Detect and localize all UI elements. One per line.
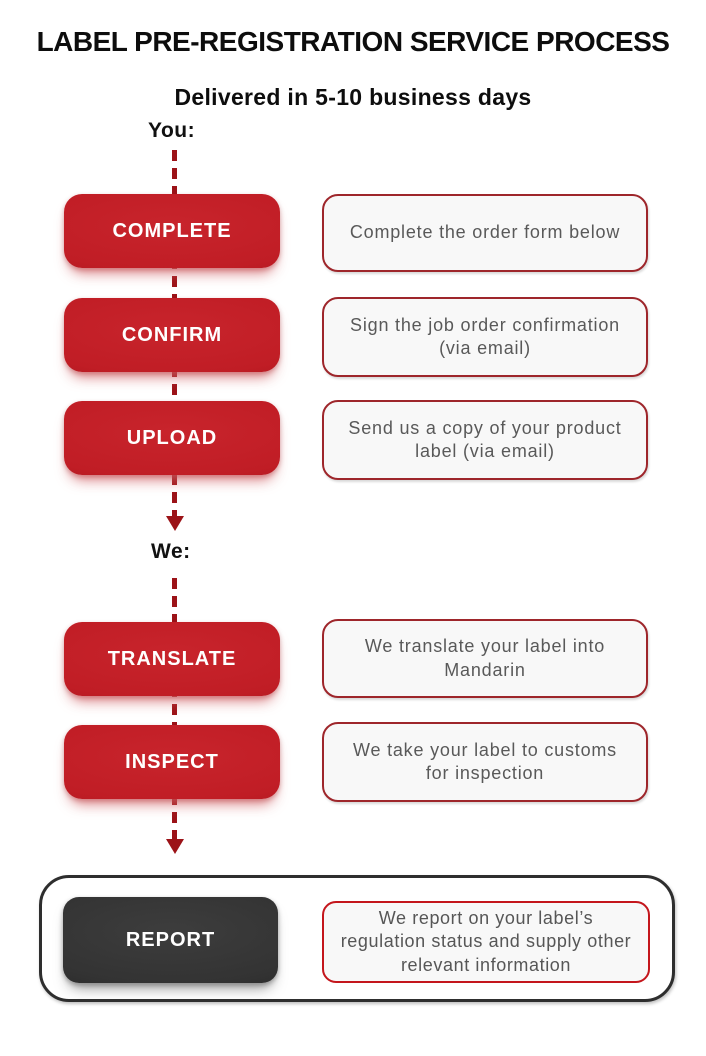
step-description-complete: Complete the order form below xyxy=(322,194,648,272)
step-description-report: We report on your label’s regulation sta… xyxy=(322,901,650,983)
page-subtitle: Delivered in 5-10 business days xyxy=(174,84,532,110)
step-button-confirm: CONFIRM xyxy=(64,298,280,372)
flow-connector-we xyxy=(172,578,177,839)
arrow-down-icon xyxy=(166,516,184,531)
page-title: LABEL PRE-REGISTRATION SERVICE PROCESS xyxy=(36,26,670,57)
step-description-upload: Send us a copy of your product label (vi… xyxy=(322,400,648,480)
step-description-translate: We translate your label into Mandarin xyxy=(322,619,648,698)
step-button-report: REPORT xyxy=(63,897,278,983)
step-button-inspect: INSPECT xyxy=(64,725,280,799)
you-section-label: You: xyxy=(148,119,196,142)
step-description-confirm: Sign the job order confirmation (via ema… xyxy=(322,297,648,377)
step-button-upload: UPLOAD xyxy=(64,401,280,475)
step-description-inspect: We take your label to customs for inspec… xyxy=(322,722,648,802)
we-section-label: We: xyxy=(151,540,191,563)
step-button-translate: TRANSLATE xyxy=(64,622,280,696)
arrow-down-icon xyxy=(166,839,184,854)
step-button-complete: COMPLETE xyxy=(64,194,280,268)
